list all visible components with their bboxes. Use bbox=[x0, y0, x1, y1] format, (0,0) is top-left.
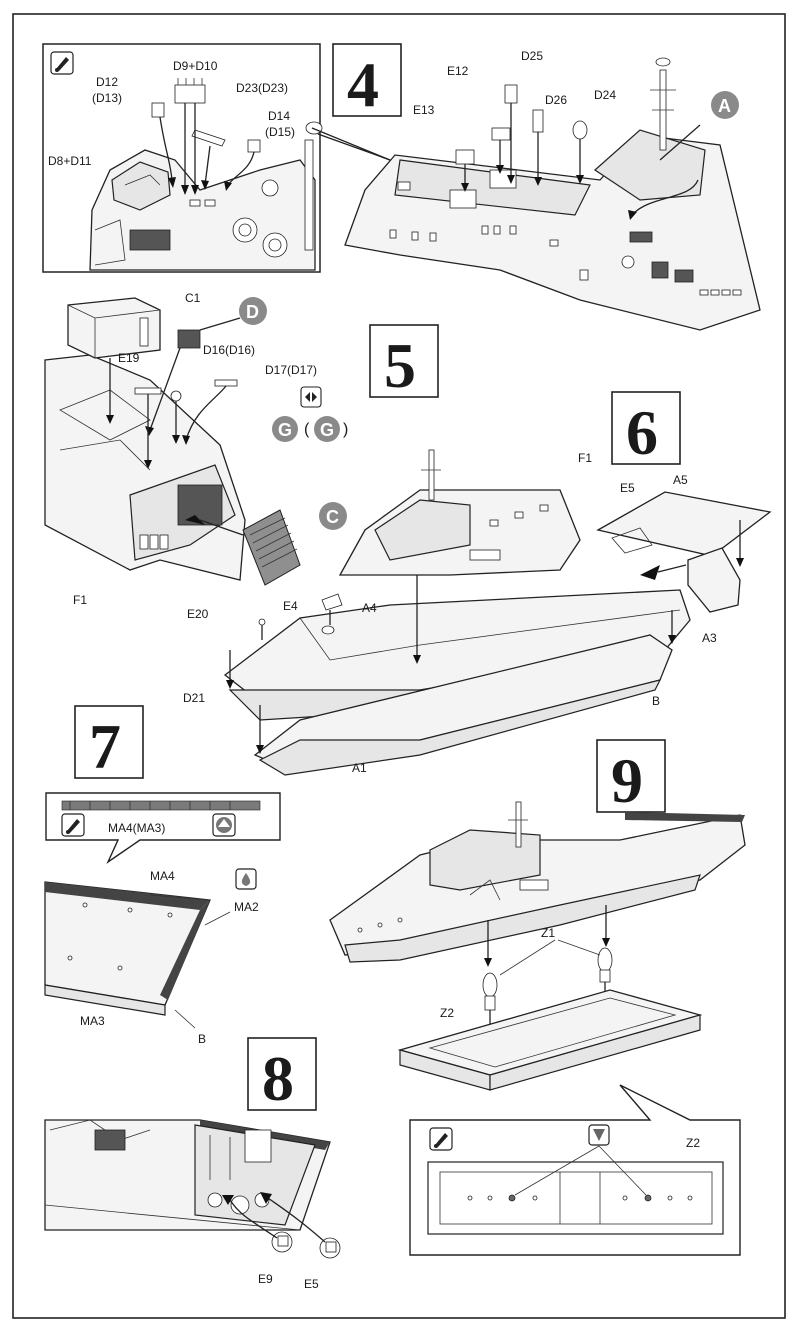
step-number: 5 bbox=[384, 330, 416, 401]
label-c1: C1 bbox=[185, 291, 201, 305]
label-d25: D25 bbox=[521, 49, 543, 63]
step-7: 7 MA4(MA3) bbox=[44, 705, 281, 1046]
step-number: 4 bbox=[347, 49, 379, 120]
part-sprue-badge-a: A bbox=[711, 91, 739, 119]
label-e19: E19 bbox=[118, 351, 140, 365]
step-4: D12 (D13) D9+D10 D23(D23) D14 (D15) D8+D… bbox=[42, 43, 761, 331]
step7-stern-deck bbox=[44, 881, 231, 1029]
step4-inset-drawing bbox=[89, 78, 391, 271]
step-number: 8 bbox=[262, 1043, 294, 1114]
step-number-box bbox=[74, 705, 144, 779]
label-ma2: MA2 bbox=[234, 900, 259, 914]
label-ma4: MA4 bbox=[150, 869, 175, 883]
label-e13: E13 bbox=[413, 103, 435, 117]
svg-text:D: D bbox=[246, 302, 259, 322]
step-number: 9 bbox=[611, 745, 643, 816]
glue-icon bbox=[50, 51, 74, 75]
label-f1: F1 bbox=[578, 451, 592, 465]
label-b: B bbox=[198, 1032, 206, 1046]
label-d17: D17(D17) bbox=[265, 363, 317, 377]
base-underside bbox=[427, 1145, 724, 1235]
part-sprue-badge-g-alt: G bbox=[314, 416, 340, 442]
part-sprue-badge-d: D bbox=[239, 297, 267, 325]
label-a5: A5 bbox=[673, 473, 688, 487]
step-number-box bbox=[332, 43, 402, 117]
label-a3: A3 bbox=[702, 631, 717, 645]
label-d24: D24 bbox=[594, 88, 616, 102]
paren-close: ) bbox=[343, 421, 348, 438]
part-sprue-badge-c: C bbox=[319, 502, 347, 530]
label-b: B bbox=[652, 694, 660, 708]
step-9: 9 bbox=[329, 739, 746, 1256]
label-ma3: MA3 bbox=[80, 1014, 105, 1028]
label-d14: D14 bbox=[268, 109, 290, 123]
step-8: 8 E9 E5 bbox=[44, 1037, 341, 1291]
label-d26: D26 bbox=[545, 93, 567, 107]
label-z2: Z2 bbox=[440, 1006, 454, 1020]
svg-text:C: C bbox=[326, 507, 339, 527]
paint-drop-icon bbox=[235, 868, 257, 890]
label-a1: A1 bbox=[352, 761, 367, 775]
step-number-box bbox=[611, 391, 681, 465]
svg-text:G: G bbox=[278, 420, 292, 440]
label-d13: (D13) bbox=[92, 91, 122, 105]
label-ma4-ma3: MA4(MA3) bbox=[108, 821, 165, 835]
label-z2-inset: Z2 bbox=[686, 1136, 700, 1150]
upward-arrow-icon bbox=[212, 813, 236, 837]
label-d8-d11: D8+D11 bbox=[48, 154, 92, 168]
step-number-box bbox=[247, 1037, 317, 1111]
step-number-box bbox=[596, 739, 666, 813]
label-d21: D21 bbox=[183, 691, 205, 705]
label-d16: D16(D16) bbox=[203, 343, 255, 357]
step-number-box bbox=[369, 324, 439, 398]
display-stand-base bbox=[397, 989, 703, 1091]
part-sprue-badge-g: G bbox=[272, 416, 298, 442]
flip-icon bbox=[300, 386, 322, 408]
step5-bridge-drawing bbox=[44, 297, 301, 586]
svg-text:A: A bbox=[718, 96, 731, 116]
glue-icon bbox=[61, 813, 85, 837]
label-e9: E9 bbox=[258, 1272, 273, 1286]
drill-hole-icon bbox=[588, 1124, 610, 1146]
paren-open: ( bbox=[304, 421, 310, 438]
step-5: 5 D G ( G ) bbox=[44, 291, 439, 621]
step8-stern-drawing bbox=[44, 1119, 341, 1259]
label-f1: F1 bbox=[73, 593, 87, 607]
ma4-strip bbox=[61, 800, 261, 811]
label-e5: E5 bbox=[620, 481, 635, 495]
label-e12: E12 bbox=[447, 64, 469, 78]
step-6: 6 C bbox=[183, 391, 772, 776]
label-d9-d10: D9+D10 bbox=[173, 59, 218, 73]
svg-text:G: G bbox=[320, 420, 334, 440]
label-d15: (D15) bbox=[265, 125, 295, 139]
label-e20: E20 bbox=[187, 607, 209, 621]
step4-superstructure bbox=[344, 57, 761, 331]
step6-hull-assembly bbox=[223, 449, 772, 776]
step-number: 7 bbox=[89, 711, 121, 782]
label-a4: A4 bbox=[362, 601, 377, 615]
glue-icon bbox=[429, 1127, 453, 1151]
page-border bbox=[12, 13, 786, 1319]
label-d12: D12 bbox=[96, 75, 118, 89]
label-e4: E4 bbox=[283, 599, 298, 613]
label-d23: D23(D23) bbox=[236, 81, 288, 95]
step9-complete-ship bbox=[329, 801, 746, 963]
label-z1: Z1 bbox=[541, 926, 555, 940]
step-number: 6 bbox=[626, 397, 658, 468]
label-e5: E5 bbox=[304, 1277, 319, 1291]
